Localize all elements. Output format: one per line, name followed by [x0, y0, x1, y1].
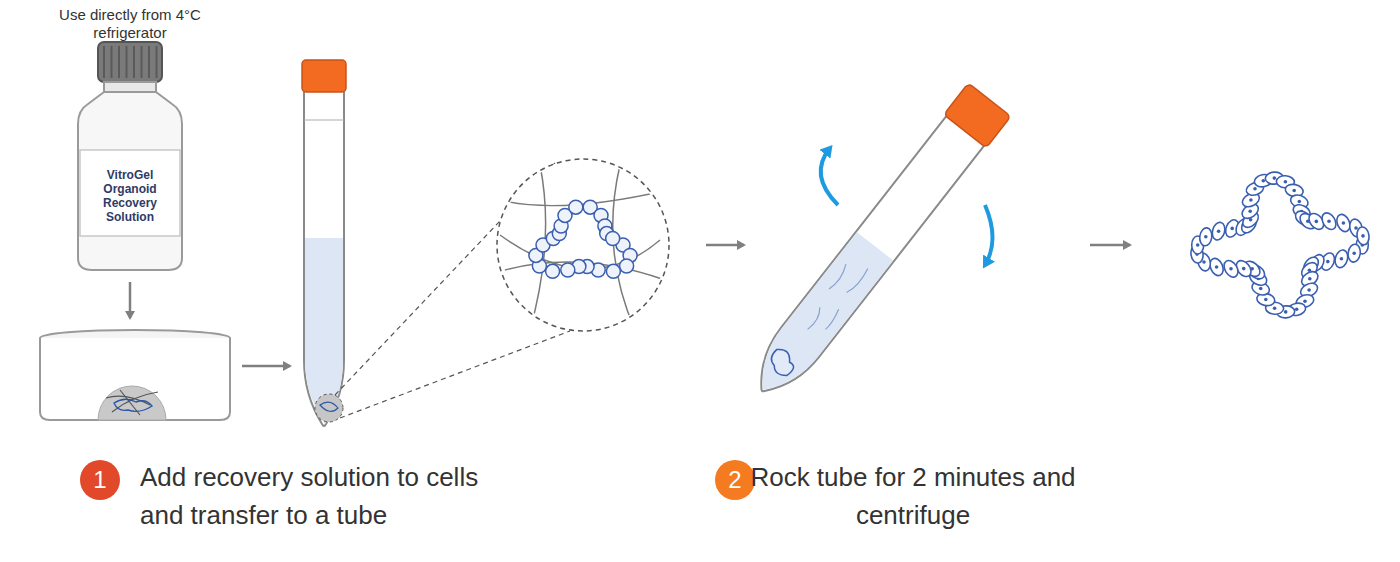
flow-arrow [242, 365, 290, 368]
flow-arrow [129, 282, 132, 318]
flow-arrow [1090, 244, 1130, 247]
bottle [78, 42, 182, 270]
centrifuge-tube [302, 60, 346, 426]
rock-arrow [821, 148, 838, 205]
bottle-label-text: VitroGel Organoid Recovery Solution [90, 168, 170, 224]
magnified-view [335, 159, 669, 418]
step-number-text: 2 [728, 466, 741, 494]
step-number-text: 1 [93, 466, 106, 494]
organoid [1190, 172, 1370, 319]
storage-note: Use directly from 4°C refrigerator [45, 6, 215, 42]
rocking-tube [741, 83, 1011, 407]
flow-arrow [706, 244, 744, 247]
step-number: 1 [80, 460, 120, 500]
step-text: Rock tube for 2 minutes and centrifuge [748, 458, 1078, 534]
culture-dish [40, 330, 230, 420]
step-number: 2 [715, 460, 755, 500]
bottle-label: VitroGel Organoid Recovery Solution [90, 160, 170, 232]
rock-arrow [985, 205, 993, 265]
step-text: Add recovery solution to cells and trans… [140, 458, 500, 534]
